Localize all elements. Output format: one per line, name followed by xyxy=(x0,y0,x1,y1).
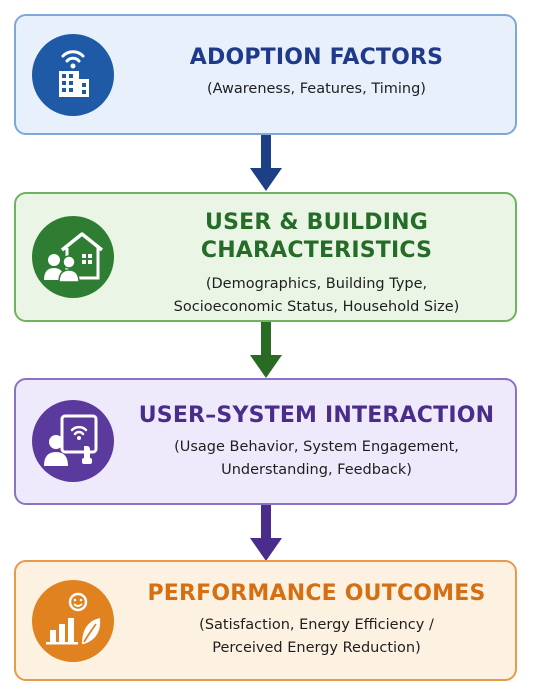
performance-outcomes-box: PERFORMANCE OUTCOMES (Satisfaction, Ener… xyxy=(14,560,517,681)
adoption-factors-box: ADOPTION FACTORS (Awareness, Features, T… xyxy=(14,14,517,135)
box-subtitle-line2: Perceived Energy Reduction) xyxy=(212,640,421,656)
box-subtitle: (Usage Behavior, System Engagement, Unde… xyxy=(126,436,507,482)
box-subtitle-line1: (Usage Behavior, System Engagement, xyxy=(174,439,459,455)
box-title: USER–SYSTEM INTERACTION xyxy=(138,403,495,428)
box-title-line1: USER & BUILDING xyxy=(205,210,428,235)
box-title-line2: CHARACTERISTICS xyxy=(200,238,433,263)
household-icon xyxy=(32,216,114,298)
user-touchscreen-icon xyxy=(32,400,114,482)
box-title: ADOPTION FACTORS xyxy=(189,45,444,70)
down-arrow-icon xyxy=(250,135,282,191)
smart-building-icon xyxy=(32,34,114,116)
box-subtitle: (Awareness, Features, Timing) xyxy=(207,81,426,97)
user-building-characteristics-box: USER & BUILDING CHARACTERISTICS (Demogra… xyxy=(14,192,517,322)
down-arrow-icon xyxy=(250,322,282,378)
down-arrow-icon xyxy=(250,505,282,561)
box-subtitle-line2: Understanding, Feedback) xyxy=(221,462,412,478)
box-subtitle-line2: Socioeconomic Status, Household Size) xyxy=(173,299,460,315)
box-title: PERFORMANCE OUTCOMES xyxy=(147,581,486,606)
box-subtitle: (Satisfaction, Energy Efficiency / Perce… xyxy=(126,614,507,660)
box-subtitle: (Demographics, Building Type, Socioecono… xyxy=(126,273,507,319)
box-subtitle-line1: (Demographics, Building Type, xyxy=(205,276,428,292)
performance-chart-leaf-icon xyxy=(32,580,114,662)
user-system-interaction-box: USER–SYSTEM INTERACTION (Usage Behavior,… xyxy=(14,378,517,505)
box-subtitle-line1: (Satisfaction, Energy Efficiency / xyxy=(199,617,434,633)
